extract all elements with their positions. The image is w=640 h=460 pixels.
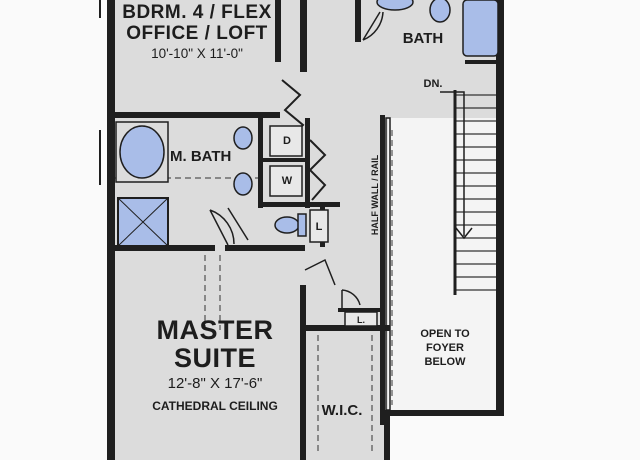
bedroom4-label-line1: BDRM. 4 / FLEX [122,2,272,23]
stair-arrow-head [455,227,473,240]
stair-treads [455,94,498,291]
open-to-foyer-line1: OPEN TO [420,328,470,340]
hall-closet-door [308,139,327,201]
bathroom-fixtures [115,0,499,247]
master-suite-note: CATHEDRAL CEILING [152,399,278,413]
linen-label-1: L [315,221,323,233]
bath-label: BATH [402,30,444,47]
half-wall-label: HALF WALL / RAIL [370,154,380,236]
open-to-foyer-line2: FOYER [426,342,464,354]
half-wall-rail [385,117,391,411]
stair-arrow-path [440,91,465,236]
stair-down-label: DN. [423,78,443,90]
washer-label: W [281,175,293,187]
wic-label: W.I.C. [321,402,363,419]
bedroom4-dimensions: 10'-10" X 11'-0" [151,46,243,61]
walls [107,0,504,460]
shower-cross [117,197,169,247]
linen-door [341,289,361,308]
bath-door [362,11,384,41]
master-bath-label: M. BATH [170,148,232,165]
open-to-foyer-void [388,118,500,415]
linen-box-2 [344,311,378,327]
master-suite-label-line2: SUITE [173,343,256,373]
open-to-foyer-line3: BELOW [424,356,466,368]
dryer-box [269,125,303,157]
bedroom4-label-line2: OFFICE / LOFT [126,23,268,44]
linen-box-1 [309,209,329,243]
master-bath-door [209,209,235,246]
washer-box [269,165,303,197]
suite-door [304,258,336,286]
master-suite-dimensions: 12'-8" X 17'-6" [167,375,263,392]
laundry-door [227,207,249,241]
dryer-label: D [283,135,291,147]
master-suite-label-line1: MASTER [156,315,274,345]
linen-label-2: L. [357,315,365,325]
